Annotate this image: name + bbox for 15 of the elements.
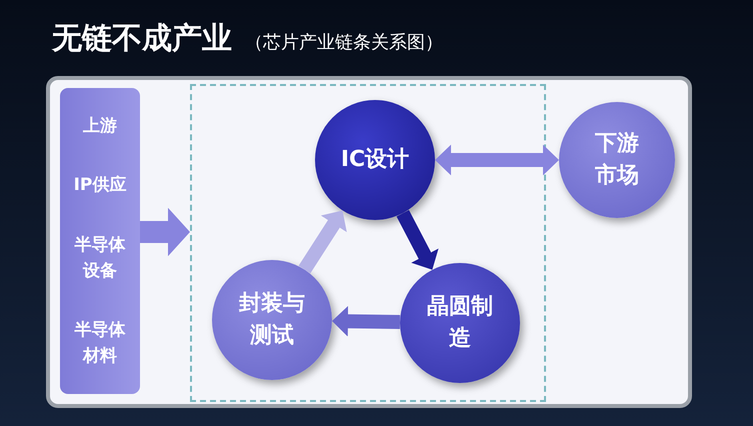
dashed-region bbox=[190, 84, 546, 402]
circle-label: 晶圆制造 bbox=[426, 293, 494, 353]
block-arrow bbox=[332, 306, 400, 337]
panel-item: 半导体材料 bbox=[74, 319, 126, 368]
panel-item: 上游 bbox=[82, 114, 118, 138]
panel-item: IP供应 bbox=[72, 174, 128, 198]
panel-item: 半导体设备 bbox=[74, 234, 126, 283]
circle-label: 封装与测试 bbox=[238, 290, 306, 350]
circle-label: IC设计 bbox=[340, 146, 410, 174]
block-arrow bbox=[140, 208, 190, 256]
subtitle: （芯片产业链条关系图） bbox=[245, 31, 443, 54]
block-arrow bbox=[435, 144, 559, 176]
circle-label: 下游市场 bbox=[594, 130, 640, 190]
side-panel bbox=[60, 88, 140, 394]
title: 无链不成产业 bbox=[52, 20, 232, 58]
